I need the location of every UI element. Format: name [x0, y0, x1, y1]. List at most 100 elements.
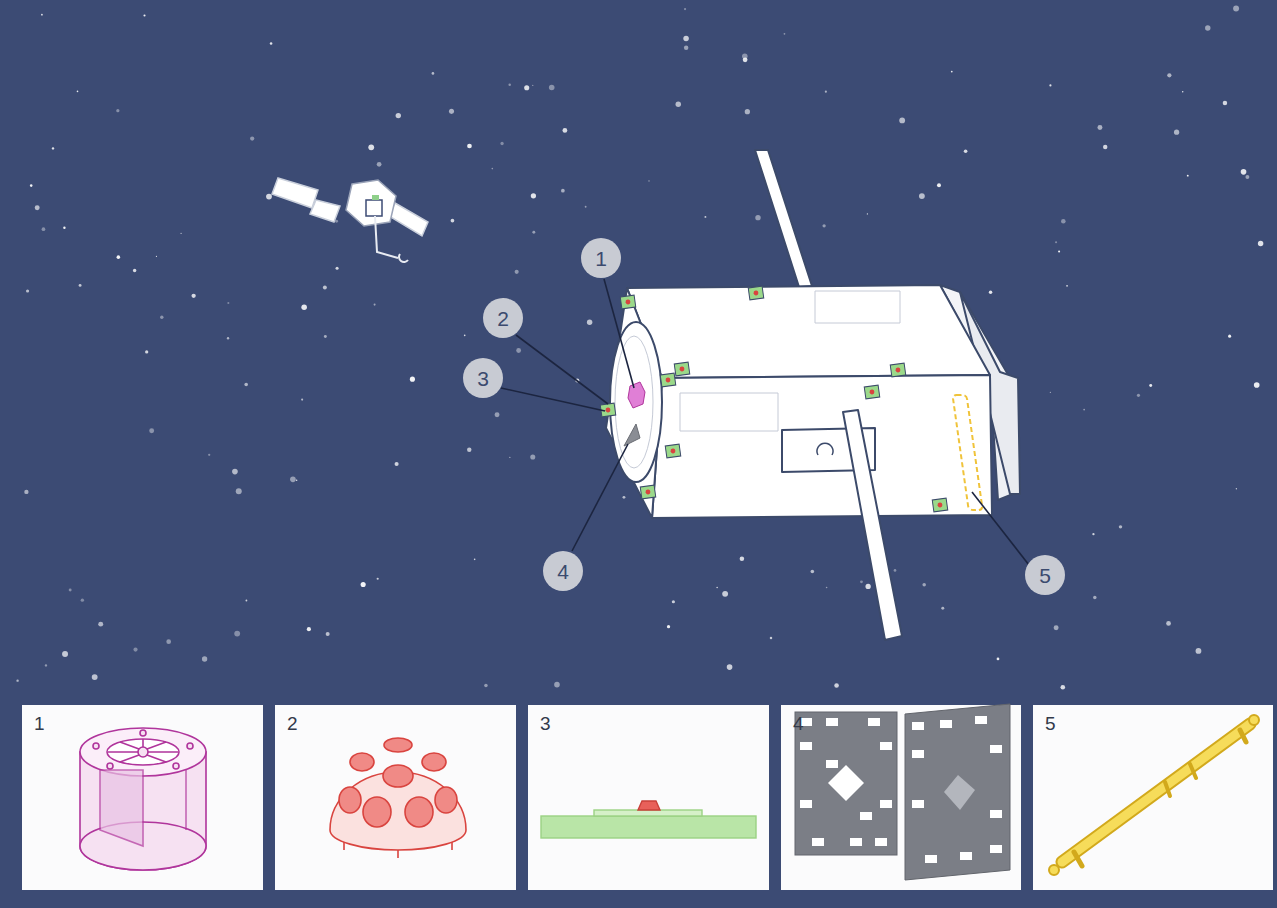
star-field-part: [834, 683, 839, 688]
retro-reflector-markers-part: [864, 385, 880, 399]
retro-reflector-markers-part-part: [605, 407, 610, 412]
star-field-part: [563, 128, 568, 133]
star-field-part: [495, 412, 500, 417]
detail-panels-part: [275, 705, 516, 890]
star-field-part: [937, 183, 941, 187]
star-field-part: [524, 85, 529, 90]
retro-reflector-markers-part-part: [640, 485, 656, 499]
marker-holes-part: [880, 742, 892, 750]
marker-holes-part: [912, 722, 924, 730]
star-field-part: [500, 142, 503, 145]
retro-reflector-markers-part-part: [620, 295, 636, 309]
star-field-part: [549, 85, 555, 91]
retro-reflector-markers: [600, 286, 948, 512]
star-field-part: [951, 71, 953, 73]
visual-marker-drawing-part: [905, 704, 1010, 880]
star-field-part: [116, 109, 119, 112]
star-field-part: [301, 399, 303, 401]
star-field-part: [516, 348, 521, 353]
retro-reflector-markers-part: [748, 286, 764, 300]
docking-interface-drawing-part: [107, 763, 113, 769]
retro-reflector-markers-part-part: [890, 363, 906, 377]
docking-interface-drawing: [80, 728, 206, 870]
callout-number: 3: [477, 368, 489, 389]
star-field-part: [1233, 6, 1239, 12]
star-field-part: [727, 664, 733, 670]
star-field-part: [92, 674, 98, 680]
panel-number: 2: [287, 714, 298, 733]
leader-lines: [501, 279, 1029, 565]
retro-reflector-markers-part-part: [895, 367, 900, 372]
star-field-part: [1167, 73, 1171, 77]
retro-reflector-markers-part: [660, 373, 676, 387]
target-satellite-part: [815, 291, 900, 323]
star-field-part: [324, 335, 327, 338]
star-field-part: [236, 488, 242, 494]
star-field-part: [133, 269, 136, 272]
star-field-part: [464, 335, 466, 337]
star-field-part: [290, 477, 296, 483]
reflector-dome-drawing-part: [422, 753, 446, 771]
marker-holes-part: [940, 720, 952, 728]
marker-holes-part: [912, 800, 924, 808]
docking-interface-drawing-part: [93, 743, 99, 749]
detail-panels-part: [528, 705, 769, 890]
marker-holes-part: [800, 800, 812, 808]
star-field-part: [716, 587, 717, 588]
star-field-part: [1187, 175, 1189, 177]
marker-holes-part: [990, 810, 1002, 818]
star-field-part: [336, 267, 339, 270]
star-field-part: [1103, 145, 1107, 149]
star-field-part: [1092, 533, 1094, 535]
star-field-part: [326, 632, 330, 636]
leader-lines-part: [972, 492, 1029, 565]
star-field-part: [1097, 125, 1102, 130]
star-field-part: [532, 231, 535, 234]
star-field-part: [1083, 409, 1085, 411]
star-field-part: [377, 162, 382, 167]
target-satellite-part: [755, 150, 812, 287]
star-field-part: [81, 598, 84, 601]
marker-holes-part: [875, 838, 887, 846]
callout-circle: 3: [463, 358, 503, 398]
marker-holes-part: [850, 838, 862, 846]
star-field-part: [585, 206, 587, 208]
star-field-part: [919, 193, 925, 199]
docking-interface-drawing-part: [187, 743, 193, 749]
retro-reflector-markers-part-part: [670, 448, 675, 453]
star-field-part: [1174, 130, 1179, 135]
star-field-part: [561, 189, 565, 193]
star-field-part: [683, 36, 689, 42]
star-field-part: [143, 14, 145, 16]
marker-holes-part: [826, 718, 838, 726]
star-field-part: [1236, 488, 1237, 489]
marker-plate-drawing-part: [541, 816, 756, 838]
star-field-part: [296, 480, 298, 482]
marker-holes-part: [826, 760, 838, 768]
star-field-part: [307, 627, 311, 631]
retro-reflector-markers-part: [665, 444, 681, 458]
star-field-part: [997, 658, 1000, 661]
servicer-satellite-part: [399, 254, 408, 262]
docking-interface-drawing-part: [140, 730, 146, 736]
marker-holes-part: [960, 852, 972, 860]
panel-number: 4: [793, 714, 804, 733]
star-field-part: [395, 462, 399, 466]
star-field-part: [63, 226, 65, 228]
panel-number: 3: [540, 714, 551, 733]
star-field-part: [530, 454, 535, 459]
marker-diamonds: [828, 765, 975, 810]
star-field-part: [45, 664, 47, 666]
servicer-satellite-part: [366, 200, 382, 216]
docking-interface-drawing-part: [100, 770, 186, 846]
target-satellite-part: [953, 395, 983, 510]
star-field-part: [1205, 25, 1210, 30]
star-field-part: [377, 578, 379, 580]
star-field-part: [160, 316, 163, 319]
target-satellite-part: [817, 443, 833, 455]
marker-holes-part: [975, 716, 987, 724]
docking-interface-drawing-part: [107, 739, 179, 765]
star-field-part: [964, 149, 968, 153]
star-field-part: [30, 184, 33, 187]
callout-circle: 4: [543, 551, 583, 591]
